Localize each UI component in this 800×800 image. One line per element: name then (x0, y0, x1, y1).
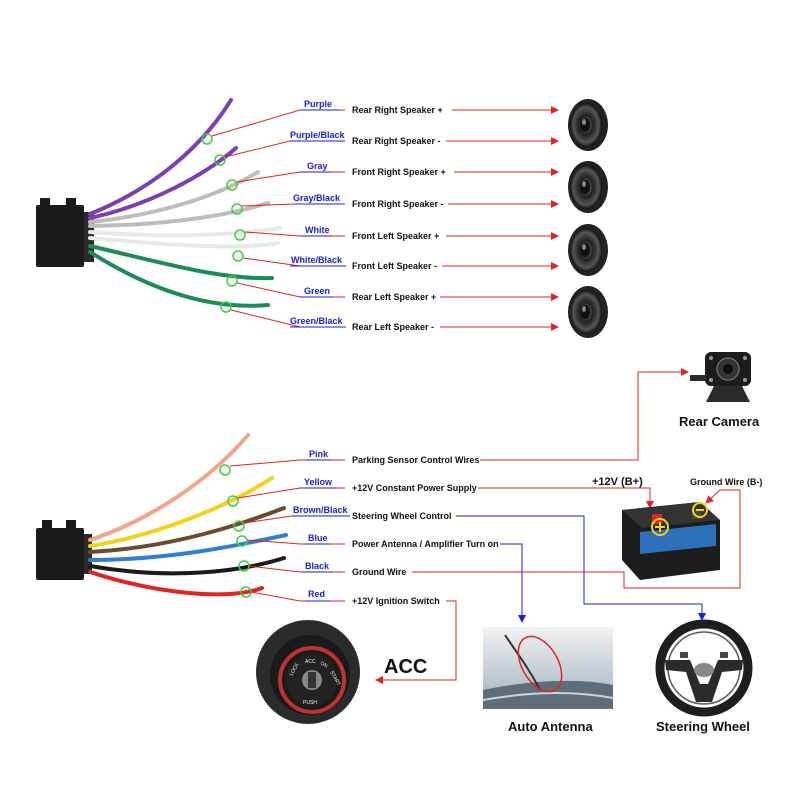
speaker-label-underlines (290, 109, 346, 328)
wire-label-purple: Purple (304, 99, 332, 109)
function-front-left-minus: Front Left Speaker - (352, 261, 437, 271)
power-color-labels: Pink Yellow Brown/Black Blue Black Red (293, 449, 349, 599)
wire-label-pink: Pink (309, 449, 329, 459)
wire-label-purple-black: Purple/Black (290, 130, 346, 140)
wire-label-black: Black (305, 561, 330, 571)
speaker-color-labels: Purple Purple/Black Gray Gray/Black Whit… (290, 99, 346, 326)
function-front-right-minus: Front Right Speaker - (352, 199, 444, 209)
wire-pink (88, 433, 250, 542)
function-rear-right-minus: Rear Right Speaker - (352, 136, 441, 146)
wire-yellow (88, 476, 274, 548)
wire-blue (88, 533, 288, 562)
speaker-wires (88, 98, 282, 308)
ignition-switch-icon: LOCK ACC ON START PUSH (256, 620, 360, 724)
speaker-wire-markers (201, 133, 246, 313)
function-front-right-plus: Front Right Speaker + (352, 167, 446, 177)
wire-label-white-black: White/Black (291, 255, 343, 265)
wire-label-green: Green (304, 286, 330, 296)
battery-icon (622, 502, 720, 580)
function-constant-power: +12V Constant Power Supply (352, 483, 477, 493)
key-on-text: ON (319, 661, 329, 670)
steering-wheel-icon (655, 619, 753, 717)
function-steering-wheel-control: Steering Wheel Control (352, 511, 452, 521)
power-connector (36, 520, 92, 580)
wire-white (88, 226, 282, 238)
function-rear-right-plus: Rear Right Speaker + (352, 105, 443, 115)
wire-label-gray-black: Gray/Black (293, 193, 341, 203)
wire-label-white: White (305, 225, 330, 235)
wire-green-black (88, 250, 270, 308)
auto-antenna-image (482, 627, 614, 709)
key-push-text: PUSH (303, 700, 317, 706)
wire-green (88, 244, 274, 281)
function-parking-sensor: Parking Sensor Control Wires (352, 455, 479, 465)
power-function-labels: Parking Sensor Control Wires +12V Consta… (352, 455, 499, 606)
function-rear-left-minus: Rear Left Speaker - (352, 322, 434, 332)
speaker-icon-rear-left (568, 286, 608, 338)
wire-label-yellow: Yellow (304, 477, 333, 487)
function-front-left-plus: Front Left Speaker + (352, 231, 439, 241)
wire-label-brown-black: Brown/Black (293, 505, 349, 515)
speaker-connector (36, 198, 94, 267)
wire-label-blue: Blue (308, 533, 328, 543)
power-wire-markers (219, 464, 252, 598)
rear-camera-icon (690, 352, 751, 402)
rear-camera-label: Rear Camera (679, 414, 760, 429)
wire-label-green-black: Green/Black (290, 316, 344, 326)
speaker-arrows (440, 106, 559, 331)
battery-positive-label: +12V (B+) (592, 476, 643, 488)
wire-white-black (88, 236, 280, 249)
wire-label-gray: Gray (307, 161, 328, 171)
power-label-underlines (292, 459, 350, 602)
speaker-icon-front-left (568, 224, 608, 276)
wire-gray-black (88, 201, 270, 228)
speaker-icon-rear-right (568, 99, 608, 151)
auto-antenna-label: Auto Antenna (508, 719, 593, 734)
ground-terminal-label: Ground Wire (B-) (690, 477, 762, 487)
steering-wheel-label: Steering Wheel (656, 719, 750, 734)
function-rear-left-plus: Rear Left Speaker + (352, 292, 436, 302)
wire-red (88, 570, 264, 597)
wire-gray (88, 170, 260, 224)
wire-black (88, 556, 286, 576)
acc-label: ACC (384, 656, 427, 678)
speaker-icon-front-right (568, 161, 608, 213)
power-wires (88, 433, 288, 597)
key-acc-text: ACC (305, 659, 316, 665)
connection-routes (375, 368, 741, 684)
function-ground-wire: Ground Wire (352, 567, 406, 577)
wire-purple (88, 98, 233, 216)
function-ignition-switch: +12V Ignition Switch (352, 596, 440, 606)
speaker-function-labels: Rear Right Speaker + Rear Right Speaker … (352, 105, 446, 332)
function-power-antenna: Power Antenna / Amplifier Turn on (352, 539, 499, 549)
wire-brown-black (88, 506, 286, 554)
wire-label-red: Red (308, 589, 325, 599)
